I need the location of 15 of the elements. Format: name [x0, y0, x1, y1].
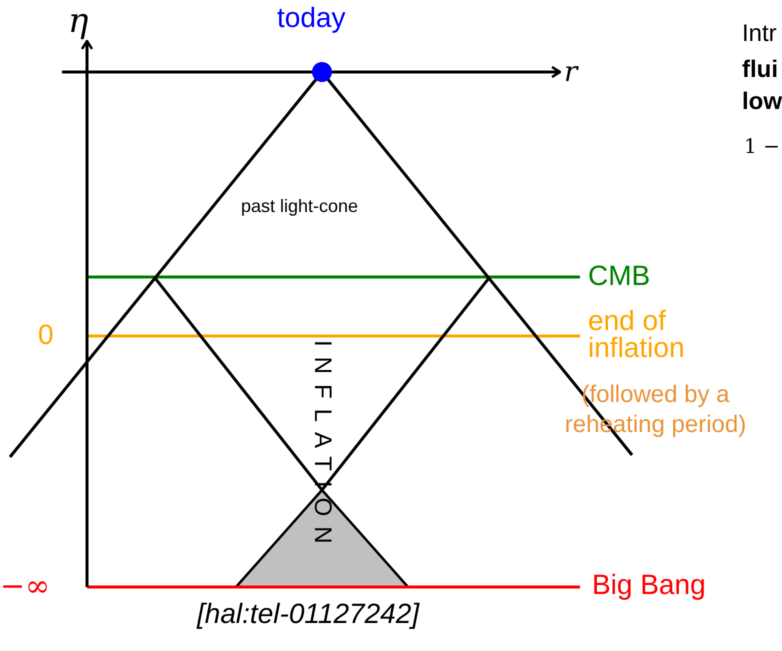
slide-text: Intr — [742, 22, 777, 46]
caption: [hal:tel-01127242] — [197, 600, 420, 628]
region-label: past light-cone — [241, 197, 358, 215]
slide-text: low — [742, 90, 782, 114]
axis-label: η — [68, 4, 88, 38]
slide-text: flui — [742, 58, 778, 82]
period-label: INFLATION — [310, 340, 334, 554]
formula-text: 1 − — [744, 136, 780, 156]
epoch-label: CMB — [588, 262, 650, 290]
time-label: today — [277, 4, 346, 32]
axis-value: −∞ — [0, 572, 50, 602]
axis-value: 0 — [38, 321, 54, 349]
epoch-label: end of inflation — [588, 308, 686, 362]
axis-label: r — [564, 58, 578, 86]
epoch-label: Big Bang — [592, 571, 706, 599]
